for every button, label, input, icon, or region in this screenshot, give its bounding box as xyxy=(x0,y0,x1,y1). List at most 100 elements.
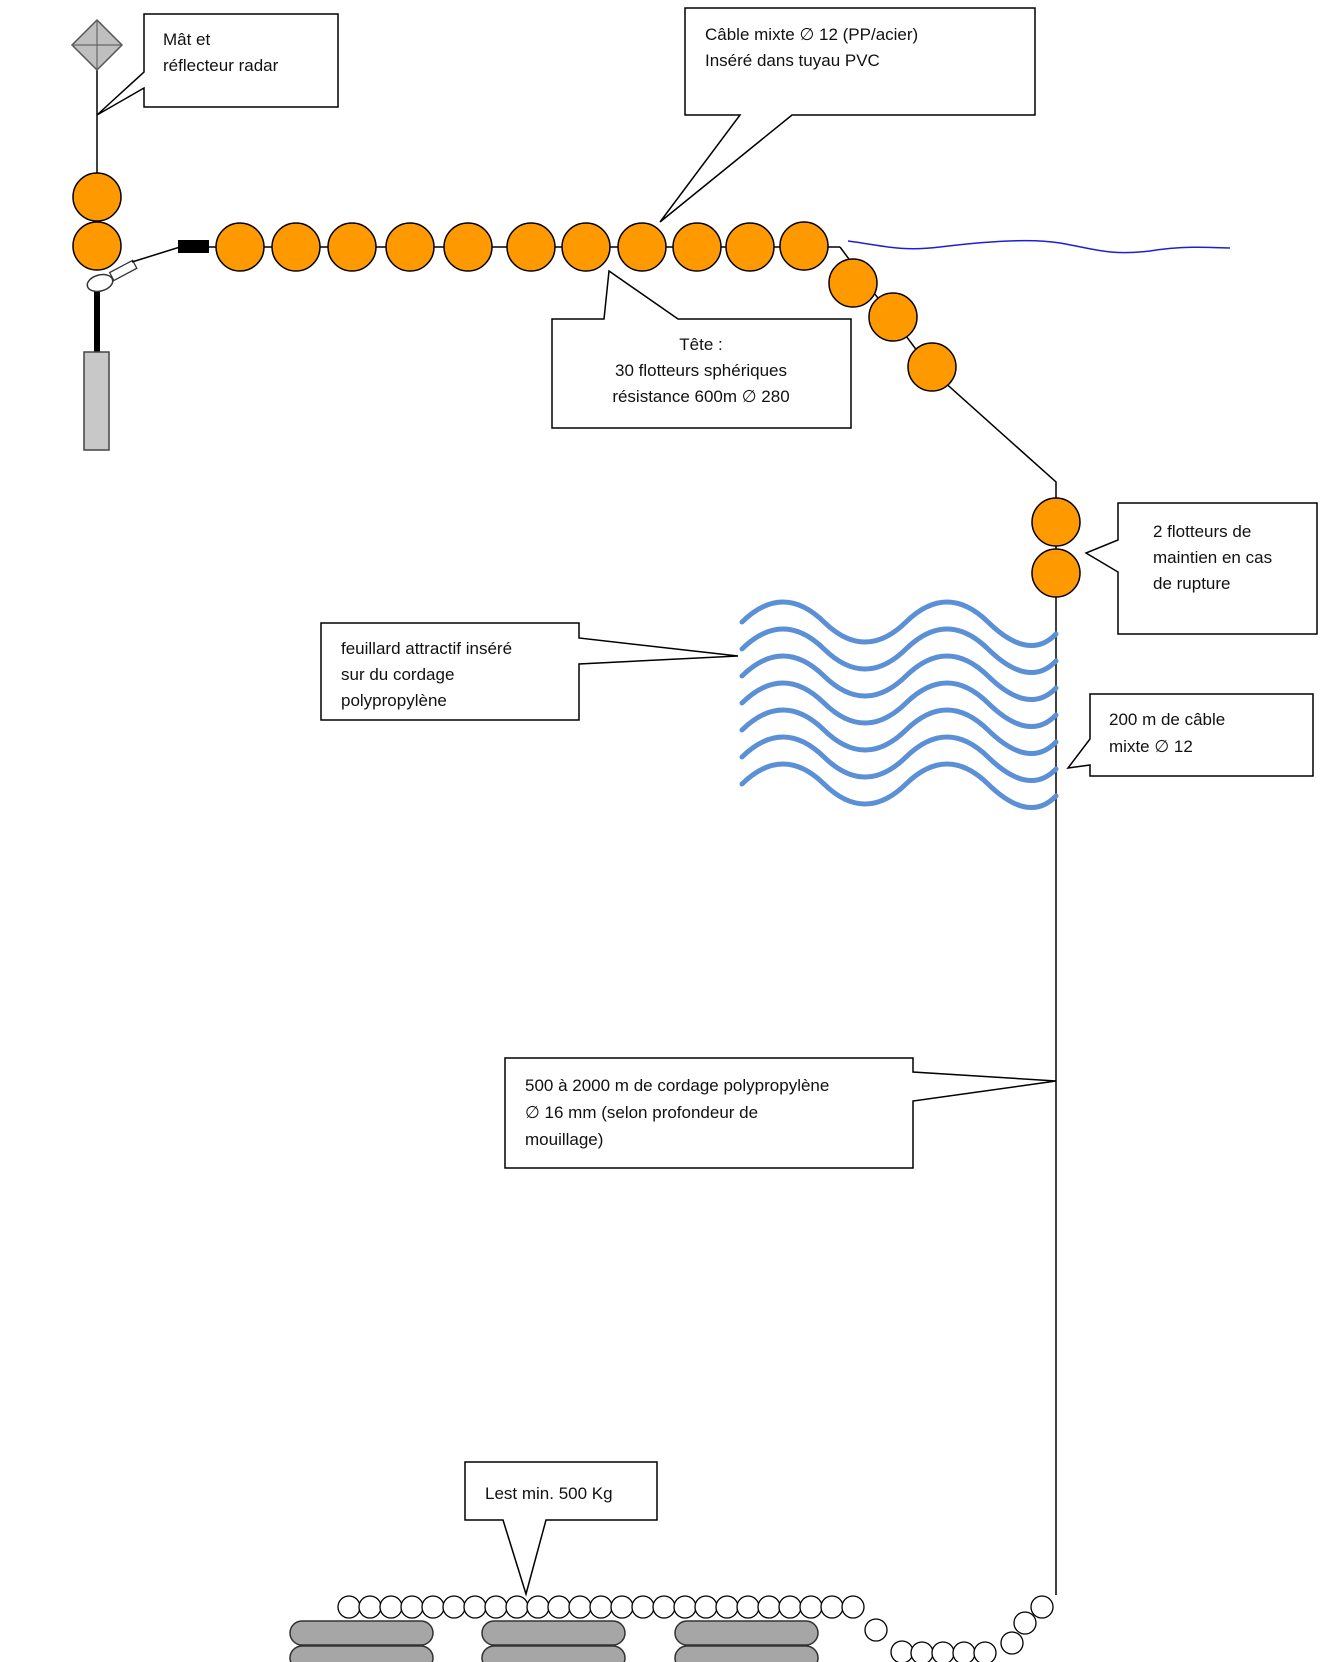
small-float xyxy=(589,1595,613,1619)
ballast-weight-icon xyxy=(289,1620,819,1662)
small-float xyxy=(952,1641,976,1662)
float-sphere xyxy=(72,221,122,271)
float-sphere xyxy=(271,222,321,272)
small-float xyxy=(568,1595,592,1619)
callout-maintain-line-2: maintien en cas xyxy=(1153,548,1272,567)
callout-maintain-line-3: de rupture xyxy=(1153,574,1231,593)
small-float xyxy=(715,1595,739,1619)
float-sphere xyxy=(1031,497,1081,547)
small-float xyxy=(337,1595,361,1619)
callout-cable: Câble mixte ∅ 12 (PP/acier) Inséré dans … xyxy=(659,7,1036,223)
small-float xyxy=(463,1595,487,1619)
callout-rope: 500 à 2000 m de cordage polypropylène ∅ … xyxy=(504,1057,1057,1169)
streamer-wave xyxy=(739,707,1059,757)
streamer-wave xyxy=(739,653,1059,703)
float-sphere xyxy=(617,222,667,272)
callout-head-line-3: résistance 600m ∅ 280 xyxy=(612,387,789,406)
small-float xyxy=(505,1595,529,1619)
ballast-block xyxy=(674,1620,819,1646)
buoy-body xyxy=(83,240,209,451)
small-float xyxy=(484,1595,508,1619)
small-float xyxy=(694,1595,718,1619)
callout-box xyxy=(464,1461,658,1597)
small-float xyxy=(652,1595,676,1619)
small-float xyxy=(421,1595,445,1619)
small-float xyxy=(673,1595,697,1619)
callout-rope-line-3: mouillage) xyxy=(525,1130,603,1149)
callout-cable200: 200 m de câble mixte ∅ 12 xyxy=(1066,693,1314,777)
callout-streamer-line-1: feuillard attractif inséré xyxy=(341,639,512,658)
bottom-floats xyxy=(337,1595,1054,1662)
callout-streamer: feuillard attractif inséré sur du cordag… xyxy=(320,622,739,721)
callout-box xyxy=(551,269,852,429)
connector-block xyxy=(178,240,209,253)
callout-maintain-line-1: 2 flotteurs de xyxy=(1153,522,1251,541)
sea-surface-line xyxy=(847,239,1231,254)
float-sphere xyxy=(385,222,435,272)
radar-reflector-icon xyxy=(70,18,124,174)
small-float xyxy=(631,1595,655,1619)
float-sphere xyxy=(72,172,122,222)
streamer-wave xyxy=(739,599,1059,649)
head-floats xyxy=(72,172,957,392)
callout-rope-line-1: 500 à 2000 m de cordage polypropylène xyxy=(525,1076,829,1095)
streamer-wave xyxy=(739,626,1059,676)
float-sphere xyxy=(215,222,265,272)
callout-ballast-line-1: Lest min. 500 Kg xyxy=(485,1484,613,1503)
ballast-block xyxy=(289,1645,434,1662)
callout-box xyxy=(659,7,1036,223)
descending-line xyxy=(839,246,1057,1595)
float-sphere xyxy=(1031,548,1081,598)
float-sphere xyxy=(725,222,775,272)
callout-mast: Mât et réflecteur radar xyxy=(96,13,339,116)
small-float xyxy=(757,1595,781,1619)
small-float xyxy=(841,1595,865,1619)
small-float xyxy=(973,1641,997,1662)
callout-mast-line-2: réflecteur radar xyxy=(163,56,279,75)
small-float xyxy=(358,1595,382,1619)
float-sphere xyxy=(779,221,829,271)
callout-cable-line-1: Câble mixte ∅ 12 (PP/acier) xyxy=(705,25,918,44)
small-float xyxy=(931,1641,955,1662)
callout-head: Tête : 30 flotteurs sphériques résistanc… xyxy=(551,269,852,429)
swivel xyxy=(108,259,138,282)
streamer-wave xyxy=(739,734,1059,784)
callout-cable200-line-1: 200 m de câble xyxy=(1109,710,1225,729)
callout-cable-line-2: Inséré dans tuyau PVC xyxy=(705,51,880,70)
small-float xyxy=(736,1595,760,1619)
callout-head-line-2: 30 flotteurs sphériques xyxy=(615,361,787,380)
small-float xyxy=(526,1595,550,1619)
small-float xyxy=(1030,1595,1054,1619)
ballast-block xyxy=(289,1620,434,1646)
callout-streamer-line-3: polypropylène xyxy=(341,691,447,710)
small-float xyxy=(379,1595,403,1619)
small-float xyxy=(890,1640,914,1662)
callout-box xyxy=(1084,502,1318,635)
callout-streamer-line-2: sur du cordage xyxy=(341,665,454,684)
callout-mast-line-1: Mât et xyxy=(163,30,211,49)
streamer-wave xyxy=(739,680,1059,730)
small-float xyxy=(1000,1631,1024,1655)
ballast-block xyxy=(674,1645,819,1662)
small-float xyxy=(864,1618,888,1642)
callout-cable200-line-2: mixte ∅ 12 xyxy=(1109,737,1193,756)
callout-box xyxy=(1066,693,1314,777)
float-sphere xyxy=(561,222,611,272)
float-sphere xyxy=(443,222,493,272)
small-float xyxy=(610,1595,634,1619)
callout-ballast: Lest min. 500 Kg xyxy=(464,1461,658,1597)
small-float xyxy=(442,1595,466,1619)
small-float xyxy=(820,1595,844,1619)
streamer-wave xyxy=(739,761,1059,811)
float-sphere xyxy=(907,342,957,392)
float-sphere xyxy=(506,222,556,272)
shackle xyxy=(86,273,114,293)
callout-head-line-1: Tête : xyxy=(679,335,722,354)
callout-box xyxy=(320,622,739,721)
callout-maintain: 2 flotteurs de maintien en cas de ruptur… xyxy=(1084,502,1318,635)
float-sphere xyxy=(327,222,377,272)
callout-box xyxy=(96,13,339,116)
callout-box xyxy=(504,1057,1057,1169)
small-float xyxy=(799,1595,823,1619)
